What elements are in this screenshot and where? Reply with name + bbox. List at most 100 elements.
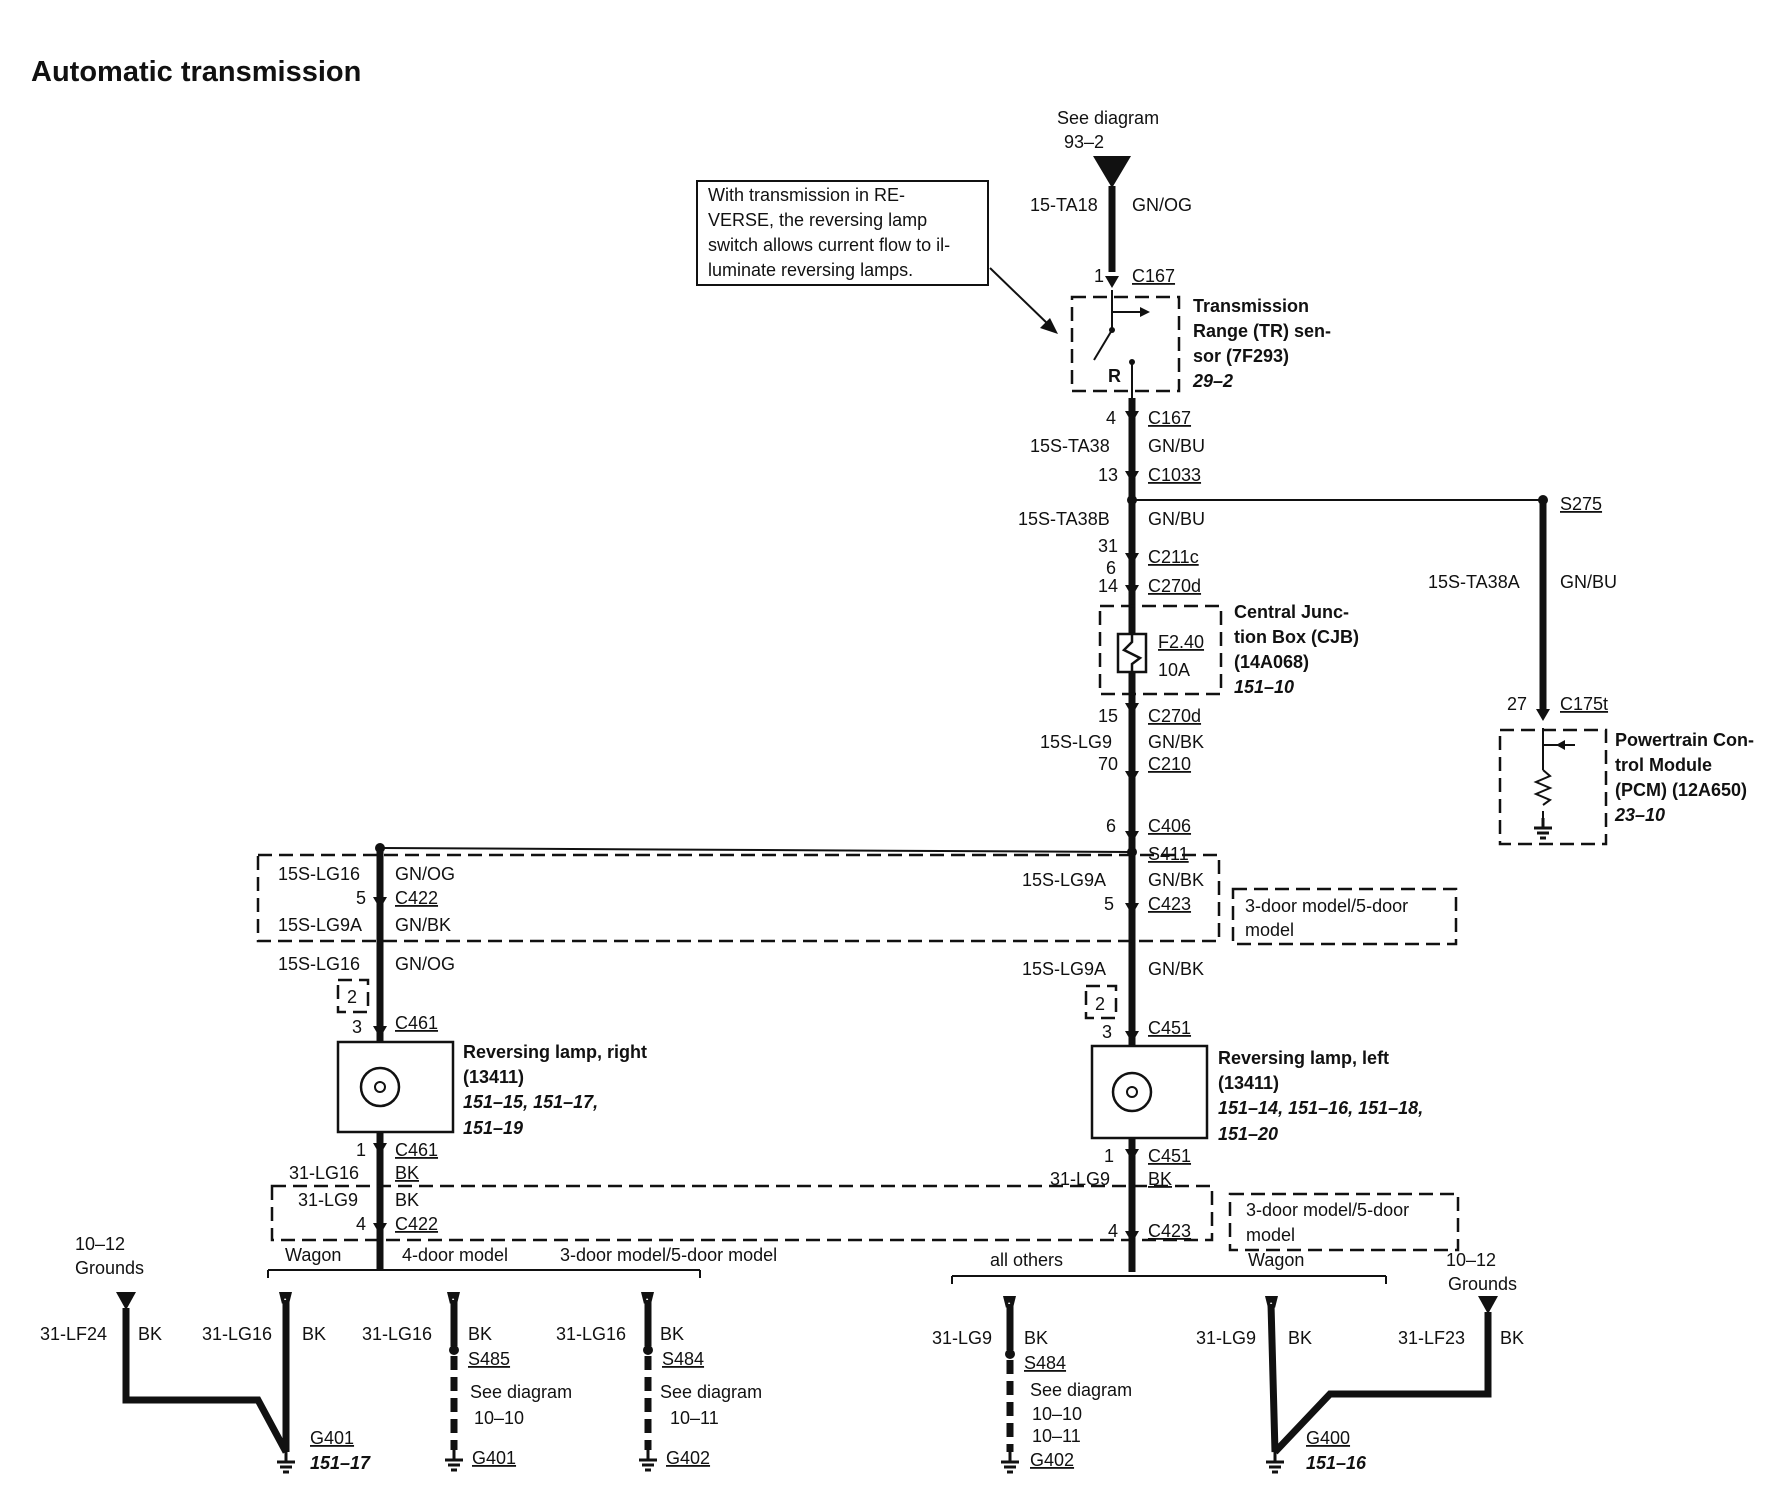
left-option-2: 2 (1095, 994, 1105, 1014)
fuse-id: F2.40 (1158, 632, 1204, 652)
see-diagram-label: See diagram (1057, 108, 1159, 128)
wire-color-lg9: GN/BK (1148, 732, 1204, 752)
g3-color: BK (468, 1324, 492, 1344)
left-pin-1: 1 (1104, 1146, 1114, 1166)
right-branch-3door: 3-door model/5-door model (560, 1245, 777, 1265)
page-title: Automatic transmission (31, 56, 361, 88)
wire-color-ta38: GN/BU (1148, 436, 1205, 456)
g3-see: See diagram (470, 1382, 572, 1402)
right-lamp-label: Reversing lamp, right (463, 1042, 647, 1062)
g3-splice: S485 (468, 1349, 510, 1369)
right-branch-wagon: Wagon (285, 1245, 341, 1265)
g5-ref-1: 10–10 (1032, 1404, 1082, 1424)
right-branch-4door: 4-door model (402, 1245, 508, 1265)
connector-c175t: C175t (1560, 694, 1608, 714)
right-bulb-icon (359, 1066, 401, 1108)
right-pin-4: 4 (356, 1214, 366, 1234)
splice-s275: S275 (1560, 494, 1602, 514)
g4-splice: S484 (662, 1349, 704, 1369)
wire-id-ta38b: 15S-TA38B (1018, 509, 1110, 529)
connector-c1033: C1033 (1148, 465, 1201, 485)
pcm-ref: 23–10 (1614, 805, 1665, 825)
pin-70: 70 (1098, 754, 1118, 774)
note-line-1: With transmission in RE- (708, 185, 905, 205)
pcm-label-3: (PCM) (12A650) (1615, 780, 1747, 800)
g7-ref-2: Grounds (1448, 1274, 1517, 1294)
connector-c270d: C270d (1148, 576, 1201, 596)
right-color-lg9a: GN/BK (395, 915, 451, 935)
see-diagram-ref: 93–2 (1064, 132, 1104, 152)
cross-wire (379, 847, 1133, 853)
g6-wire: 31-LG9 (1196, 1328, 1256, 1348)
left-color-lg9a-b: GN/BK (1148, 959, 1204, 979)
g2-wire: 31-LG16 (202, 1324, 272, 1344)
cjb-ref: 151–10 (1234, 677, 1294, 697)
pcm-pin-27: 27 (1507, 694, 1527, 714)
pin-6: 6 (1106, 558, 1116, 578)
left-wire-lg9a-b: 15S-LG9A (1022, 959, 1106, 979)
right-lamp-refs-1: 151–15, 151–17, (463, 1092, 598, 1112)
g4-ground-icon (637, 1448, 659, 1472)
right-gnd-wire-lg16: 31-LG16 (289, 1163, 359, 1183)
pin-1: 1 (1094, 266, 1104, 286)
left-lamp-refs-1: 151–14, 151–16, 151–18, (1218, 1098, 1423, 1118)
left-pin-3: 3 (1102, 1022, 1112, 1042)
left-branch-others: all others (990, 1250, 1063, 1270)
g4-name: G402 (666, 1448, 710, 1468)
cjb-label-2: tion Box (CJB) (1234, 627, 1359, 647)
note-arrow-icon (1040, 318, 1058, 334)
wire-id-ta18: 15-TA18 (1030, 195, 1098, 215)
model-note-2-l2: model (1246, 1225, 1295, 1245)
right-wire-lg16: 15S-LG16 (278, 864, 360, 884)
connector-c167: C167 (1132, 266, 1175, 286)
g4-wire: 31-LG16 (556, 1324, 626, 1344)
right-connector-c461-b: C461 (395, 1140, 438, 1160)
connector-c211c: C211c (1148, 547, 1199, 567)
g7-ref-1: 10–12 (1446, 1250, 1496, 1270)
left-option-2-box (1084, 984, 1118, 1020)
tr-arrow-icon (1140, 307, 1150, 317)
g7-arrow-icon (1478, 1296, 1498, 1314)
source-arrow-icon (1093, 156, 1131, 188)
g6-color: BK (1288, 1328, 1312, 1348)
option-box-lower (270, 1184, 1214, 1242)
wire-color-ta38b: GN/BU (1148, 509, 1205, 529)
g7-wire: 31-LF23 (1398, 1328, 1465, 1348)
g4-color: BK (660, 1324, 684, 1344)
g1-wire: 31-LF24 (40, 1324, 107, 1344)
note-line-2: VERSE, the reversing lamp (708, 210, 927, 230)
fuse-rating: 10A (1158, 660, 1190, 680)
pcm-label-1: Powertrain Con- (1615, 730, 1754, 750)
tr-label-3: sor (7F293) (1193, 346, 1289, 366)
pcm-arrow-icon (1556, 740, 1565, 750)
g1-ref-1: 10–12 (75, 1234, 125, 1254)
g7-color: BK (1500, 1328, 1524, 1348)
note-line-3: switch allows current flow to il- (708, 235, 950, 255)
g6-ground-icon (1264, 1450, 1286, 1474)
wire-color-ta38a: GN/BU (1560, 572, 1617, 592)
g5-ref-2: 10–11 (1032, 1426, 1081, 1446)
right-option-2: 2 (347, 987, 357, 1007)
g5-name: G402 (1030, 1450, 1074, 1470)
tr-label-1: Transmission (1193, 296, 1309, 316)
connector-c406: C406 (1148, 816, 1191, 836)
left-lamp-refs-2: 151–20 (1218, 1124, 1278, 1144)
note-line-4: luminate reversing lamps. (708, 260, 913, 280)
right-gnd-color-lg9: BK (395, 1190, 419, 1210)
pin-13: 13 (1098, 465, 1118, 485)
pin-14: 14 (1098, 576, 1118, 596)
g6-ref: 151–16 (1306, 1453, 1367, 1473)
right-color-lg16-b: GN/OG (395, 954, 455, 974)
left-connector-c451-b: C451 (1148, 1146, 1191, 1166)
left-wire-lg9a: 15S-LG9A (1022, 870, 1106, 890)
g5-wire: 31-LG9 (932, 1328, 992, 1348)
right-pin-5: 5 (356, 888, 366, 908)
g3-ref: 10–10 (474, 1408, 524, 1428)
left-connector-c423: C423 (1148, 894, 1191, 914)
tr-ref: 29–2 (1192, 371, 1233, 391)
right-connector-c461: C461 (395, 1013, 438, 1033)
right-wire-lg16-b: 15S-LG16 (278, 954, 360, 974)
g3-name: G401 (472, 1448, 516, 1468)
right-pin-1: 1 (356, 1140, 366, 1160)
